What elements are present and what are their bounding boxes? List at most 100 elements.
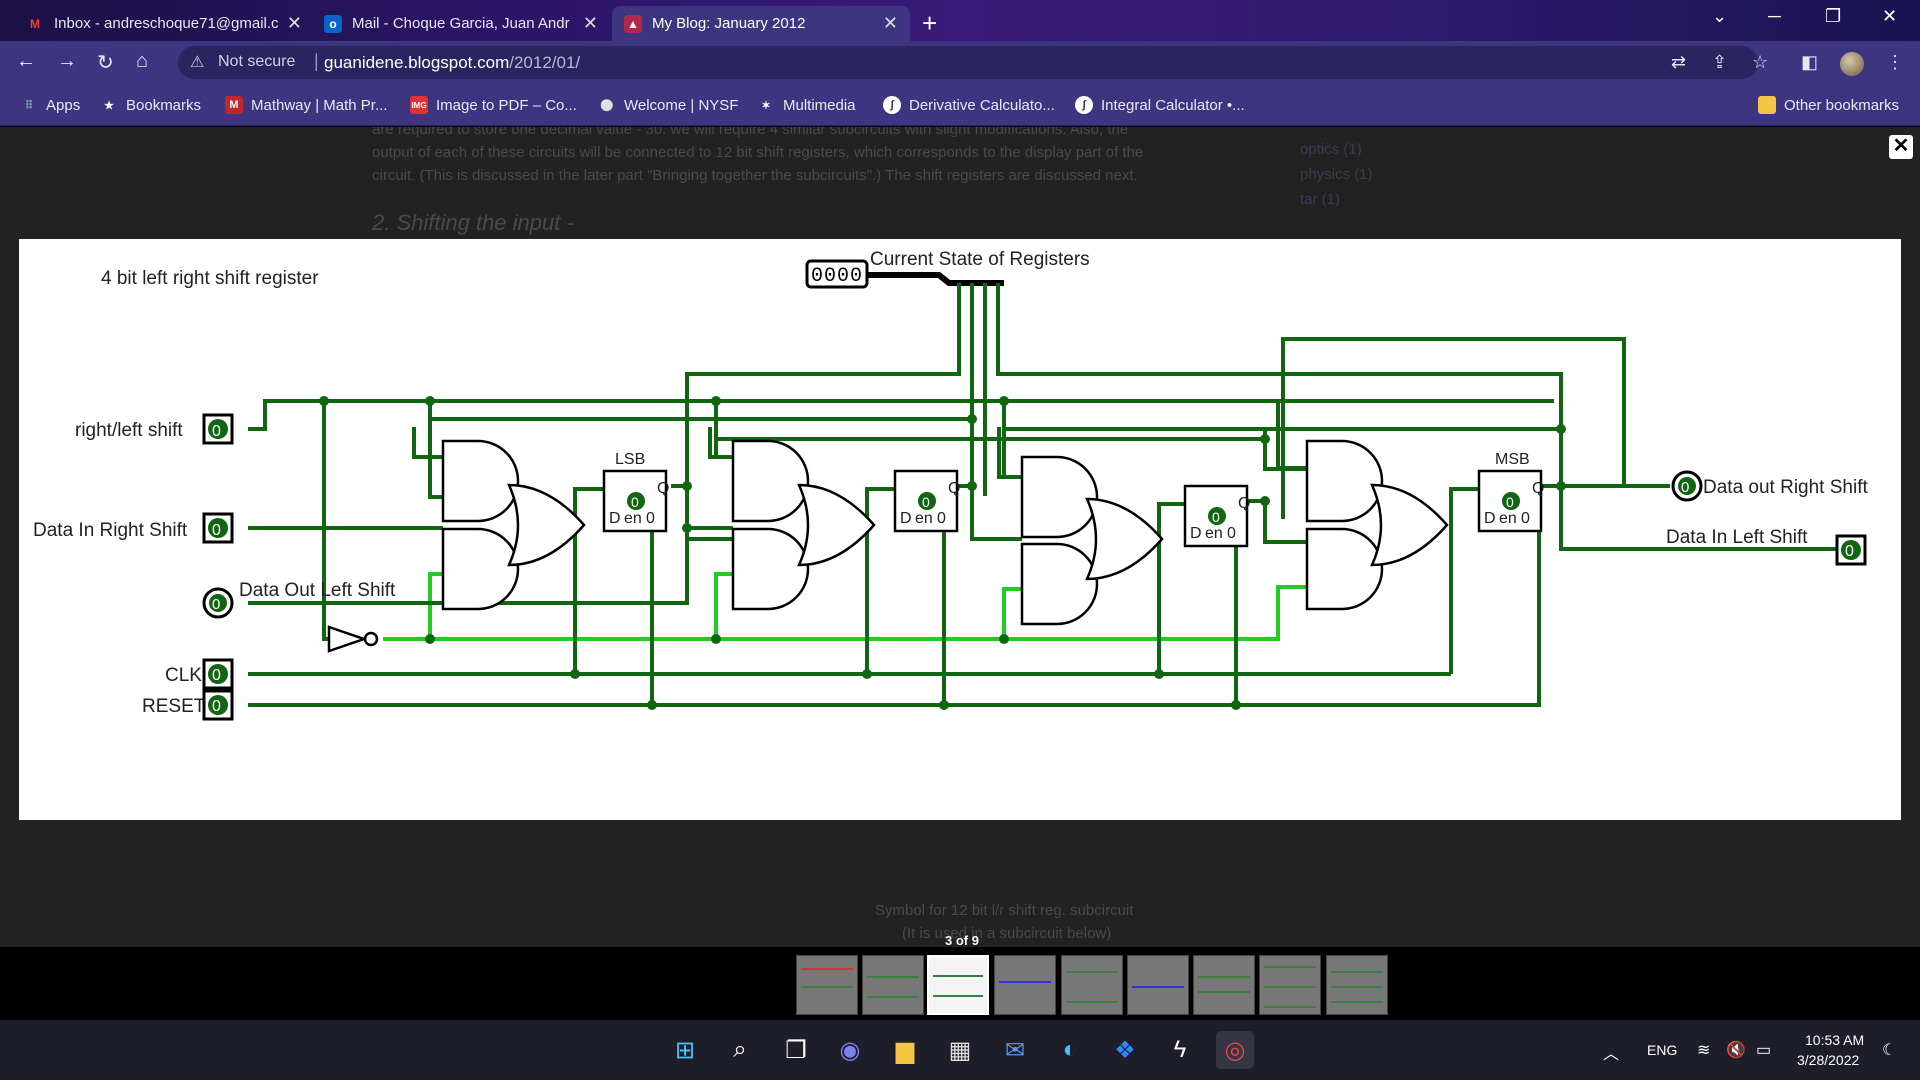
wifi-icon[interactable]: ≋ bbox=[1697, 1042, 1711, 1059]
security-label[interactable]: Not secure bbox=[218, 53, 296, 70]
tab-title: Inbox - andreschoque71@gmail.c bbox=[54, 15, 279, 32]
ff-q-label: Q bbox=[1238, 495, 1250, 512]
thumbnail[interactable] bbox=[994, 955, 1056, 1015]
tab-gmail[interactable]: M Inbox - andreschoque71@gmail.c ✕ bbox=[14, 6, 314, 41]
close-tab-icon[interactable]: ✕ bbox=[582, 13, 598, 33]
thumbnail[interactable] bbox=[1259, 955, 1321, 1015]
app-icon[interactable]: ϟ bbox=[1173, 1036, 1187, 1063]
symbolab-icon: ∫ bbox=[883, 96, 901, 114]
folder-icon bbox=[1758, 96, 1776, 114]
clock-date[interactable]: 3/28/2022 bbox=[1797, 1052, 1860, 1068]
start-icon[interactable]: ⊞ bbox=[674, 1036, 696, 1064]
restore-icon[interactable]: ❐ bbox=[1825, 6, 1842, 26]
side-panel-icon[interactable]: ◧ bbox=[1801, 52, 1819, 72]
image-counter: 3 of 9 bbox=[945, 933, 979, 948]
pin-value: 0 bbox=[212, 522, 221, 539]
address-bar[interactable]: ⚠ Not secure | guanidene.blogspot.com/20… bbox=[178, 46, 1758, 79]
bookmark-other[interactable]: Other bookmarks bbox=[1758, 96, 1899, 114]
thumbnail[interactable] bbox=[796, 955, 858, 1015]
task-view-icon[interactable]: ❐ bbox=[785, 1036, 807, 1064]
new-tab-button[interactable]: + bbox=[922, 8, 938, 38]
search-icon[interactable]: ⌕ bbox=[733, 1036, 747, 1063]
bookmark-nysf[interactable]: ⚪Welcome | NYSF bbox=[598, 96, 738, 114]
bookmark-label: Multimedia bbox=[783, 96, 856, 114]
blogger-icon: ▲ bbox=[624, 14, 642, 33]
forward-icon[interactable]: → bbox=[57, 50, 77, 72]
close-tab-icon[interactable]: ✕ bbox=[882, 13, 898, 33]
close-tab-icon[interactable]: ✕ bbox=[286, 13, 302, 33]
state-value: 0000 bbox=[811, 265, 863, 288]
diagram-title: 4 bit left right shift register bbox=[101, 268, 319, 289]
tab-search-icon[interactable]: ⌄ bbox=[1712, 6, 1728, 26]
thumbnail[interactable] bbox=[862, 955, 924, 1015]
img2pdf-icon: IMG bbox=[410, 96, 428, 114]
bookmark-multimedia[interactable]: ✶Multimedia bbox=[757, 96, 856, 114]
back-icon[interactable]: ← bbox=[16, 50, 36, 72]
thumbnail-active[interactable] bbox=[927, 955, 989, 1015]
url-text[interactable]: guanidene.blogspot.com/2012/01/ bbox=[324, 53, 580, 73]
pin-label-data-in-left: Data In Left Shift bbox=[1666, 527, 1808, 548]
store-icon[interactable]: ▦ bbox=[948, 1036, 972, 1064]
language-indicator[interactable]: ENG bbox=[1647, 1042, 1678, 1058]
notification-icon[interactable]: ☾ bbox=[1882, 1042, 1897, 1059]
share-icon[interactable]: ⇪ bbox=[1712, 52, 1728, 72]
bookmark-integral[interactable]: ∫Integral Calculator •... bbox=[1075, 96, 1245, 114]
dropbox-icon[interactable]: ❖ bbox=[1114, 1036, 1136, 1064]
ff-en-label: en bbox=[915, 510, 933, 527]
label-item: optics (1) bbox=[1300, 141, 1362, 158]
pin-label-data-out-left: Data Out Left Shift bbox=[239, 580, 396, 601]
tray-overflow-icon[interactable]: ︿ bbox=[1603, 1046, 1620, 1063]
minimize-icon[interactable]: ─ bbox=[1768, 6, 1781, 26]
thumbnail[interactable] bbox=[1127, 955, 1189, 1015]
bookmark-image-to-pdf[interactable]: IMG Image to PDF – Co... bbox=[410, 96, 577, 114]
thumbnail[interactable] bbox=[1061, 955, 1123, 1015]
blog-text: are required to store one decimal value … bbox=[372, 127, 1129, 138]
close-window-icon[interactable]: ✕ bbox=[1882, 6, 1898, 26]
thumbnail[interactable] bbox=[1326, 955, 1388, 1015]
pin-label-reset: RESET bbox=[142, 696, 206, 717]
ff-q-label: Q bbox=[657, 480, 669, 497]
mathway-icon: M bbox=[225, 96, 243, 114]
lightbox-image: 4 bit left right shift register Current … bbox=[19, 239, 1901, 820]
ff-state: 0 bbox=[1212, 509, 1220, 525]
bookmark-derivative[interactable]: ∫Derivative Calculato... bbox=[883, 96, 1055, 114]
battery-icon[interactable]: ▭ bbox=[1756, 1042, 1772, 1059]
file-explorer-icon[interactable]: ▆ bbox=[895, 1036, 915, 1064]
mail-icon[interactable]: ✉ bbox=[1004, 1036, 1026, 1064]
blog-caption: (It is used in a subcircuit below) bbox=[902, 925, 1112, 942]
ff-d-label: D bbox=[609, 510, 621, 527]
bookmark-label: Other bookmarks bbox=[1784, 96, 1900, 114]
thumbnail[interactable] bbox=[1193, 955, 1255, 1015]
tab-outlook[interactable]: o Mail - Choque Garcia, Juan Andr ✕ bbox=[312, 6, 610, 41]
browser-toolbar: ← → ↻ ⌂ ⚠ Not secure | guanidene.blogspo… bbox=[0, 41, 1920, 84]
tab-title: My Blog: January 2012 bbox=[652, 15, 806, 32]
translate-icon[interactable]: ⇄ bbox=[1671, 52, 1687, 72]
bookmark-bookmarks[interactable]: ★Bookmarks bbox=[100, 96, 201, 114]
edge-icon[interactable]: ◐ bbox=[1062, 1036, 1078, 1063]
bookmark-label: Image to PDF – Co... bbox=[436, 96, 577, 114]
clock-time[interactable]: 10:53 AM bbox=[1805, 1032, 1865, 1048]
chat-icon[interactable]: ◉ bbox=[839, 1036, 861, 1064]
home-icon[interactable]: ⌂ bbox=[136, 50, 149, 72]
menu-icon[interactable]: ⋮ bbox=[1886, 52, 1904, 72]
lightbox-close-button[interactable]: ✕ bbox=[1889, 135, 1913, 159]
reload-icon[interactable]: ↻ bbox=[97, 52, 114, 74]
blog-label-list: optics (1) physics (1) tar (1) bbox=[1300, 137, 1373, 212]
bookmark-apps[interactable]: ⠿Apps bbox=[20, 96, 80, 114]
tab-blog[interactable]: ▲ My Blog: January 2012 ✕ bbox=[612, 6, 910, 41]
tab-strip: M Inbox - andreschoque71@gmail.c ✕ o Mai… bbox=[0, 0, 1920, 41]
label-item: tar (1) bbox=[1300, 191, 1341, 208]
chrome-icon[interactable]: ◎ bbox=[1216, 1031, 1254, 1069]
blog-caption: Symbol for 12 bit l/r shift reg. subcirc… bbox=[875, 902, 1134, 919]
pin-label-data-in-right: Data In Right Shift bbox=[33, 520, 188, 541]
warning-icon[interactable]: ⚠ bbox=[190, 54, 205, 71]
profile-avatar[interactable] bbox=[1840, 52, 1864, 76]
ff-q-label: Q bbox=[1532, 480, 1544, 497]
bookmark-star-icon[interactable]: ☆ bbox=[1752, 52, 1769, 72]
ff-state: 0 bbox=[922, 494, 930, 510]
volume-muted-icon[interactable]: 🔇 bbox=[1726, 1042, 1746, 1059]
url-host: guanidene.blogspot.com bbox=[324, 53, 510, 72]
blog-text: output of each of these circuits will be… bbox=[372, 144, 1144, 161]
